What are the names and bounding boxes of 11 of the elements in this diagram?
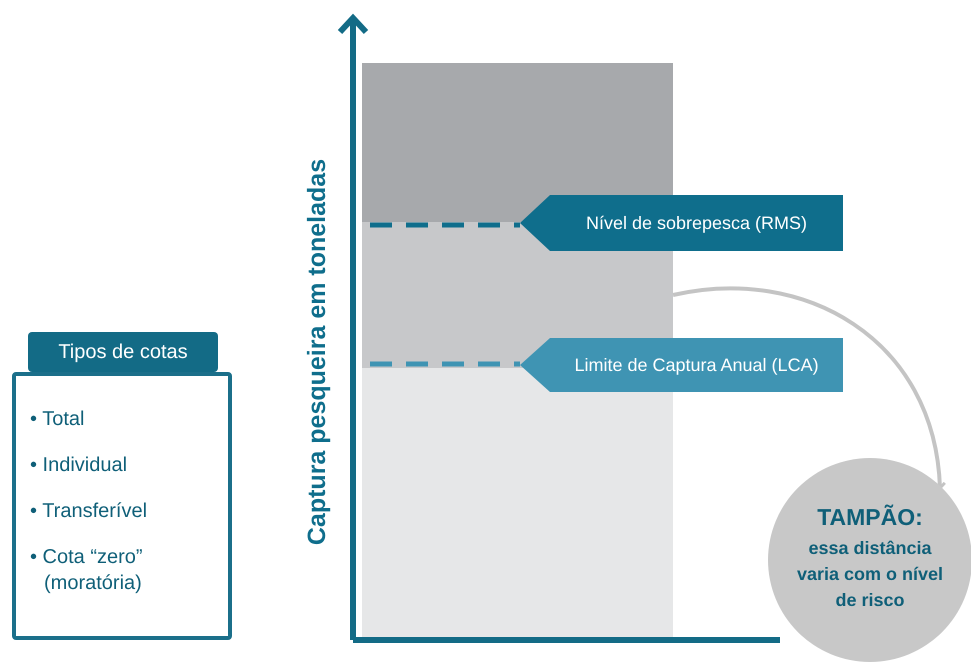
level-callout: Limite de Captura Anual (LCA) bbox=[520, 338, 843, 392]
level-callout: Nível de sobrepesca (RMS) bbox=[520, 195, 843, 251]
list-item: • Individual bbox=[30, 453, 128, 478]
list-item: • Total bbox=[30, 407, 86, 432]
list-item: • Transferível bbox=[30, 499, 148, 524]
curved-arrow bbox=[672, 286, 946, 490]
panel-heading: Tipos de cotas bbox=[28, 332, 218, 372]
note-text: essa distância varia com o nível de risco bbox=[796, 537, 944, 612]
list-item: • Cota “zero” (moratória) bbox=[30, 545, 144, 596]
axis-title: Captura pesqueira em toneladas bbox=[303, 158, 332, 548]
note-heading: TAMPÃO: bbox=[817, 504, 923, 531]
